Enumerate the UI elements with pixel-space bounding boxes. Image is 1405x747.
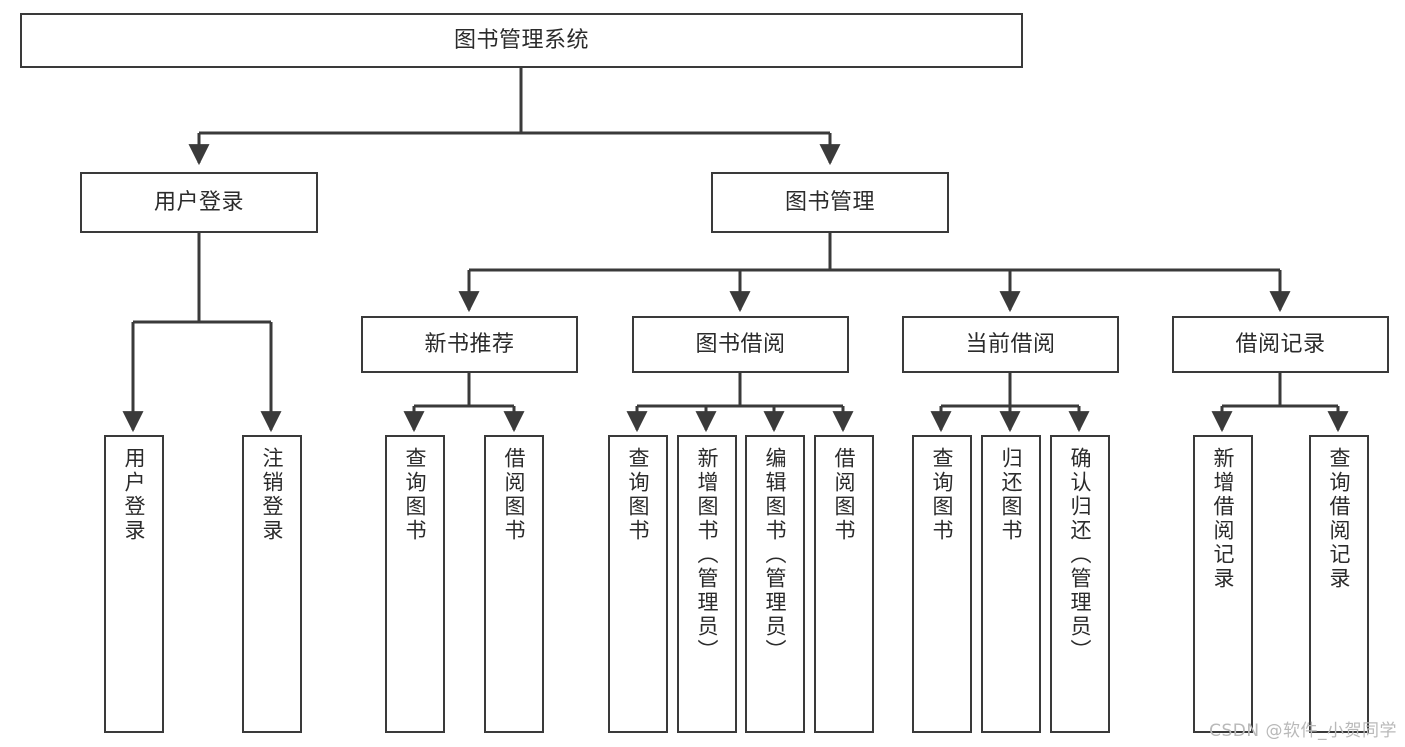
leaf-logout-label: 注销登录 [260,447,285,543]
node-user-login-label: 用户登录 [153,189,244,215]
leaf-user-login[interactable]: 用户登录 [104,435,164,733]
node-new-book-recommend-label: 新书推荐 [424,331,515,357]
leaf-current-confirm-return-label: 确认归还（管理员） [1068,447,1093,663]
leaf-newbook-query-book[interactable]: 查询图书 [385,435,445,733]
leaf-borrow-borrow-book[interactable]: 借阅图书 [814,435,874,733]
leaf-borrow-borrow-book-label: 借阅图书 [832,447,857,543]
leaf-current-return-book-label: 归还图书 [999,447,1024,543]
leaf-logout[interactable]: 注销登录 [242,435,302,733]
node-book-management-label: 图书管理 [784,189,875,215]
node-book-borrow[interactable]: 图书借阅 [632,316,849,373]
node-root-label: 图书管理系统 [453,27,589,53]
leaf-record-query-record-label: 查询借阅记录 [1327,447,1352,591]
node-book-borrow-label: 图书借阅 [695,331,786,357]
leaf-current-query-book-label: 查询图书 [930,447,955,543]
node-borrow-record-label: 借阅记录 [1235,331,1326,357]
node-current-borrow[interactable]: 当前借阅 [902,316,1119,373]
leaf-newbook-borrow-book-label: 借阅图书 [502,447,527,543]
leaf-record-add-record-label: 新增借阅记录 [1211,447,1236,591]
leaf-record-query-record[interactable]: 查询借阅记录 [1309,435,1369,733]
leaf-borrow-query-book-label: 查询图书 [626,447,651,543]
leaf-newbook-query-book-label: 查询图书 [403,447,428,543]
leaf-current-query-book[interactable]: 查询图书 [912,435,972,733]
leaf-user-login-label: 用户登录 [122,447,147,543]
leaf-borrow-query-book[interactable]: 查询图书 [608,435,668,733]
node-current-borrow-label: 当前借阅 [965,331,1056,357]
node-new-book-recommend[interactable]: 新书推荐 [361,316,578,373]
leaf-borrow-edit-book-label: 编辑图书（管理员） [763,447,788,663]
node-root[interactable]: 图书管理系统 [20,13,1023,68]
leaf-borrow-edit-book[interactable]: 编辑图书（管理员） [745,435,805,733]
leaf-borrow-add-book-label: 新增图书（管理员） [695,447,720,663]
leaf-newbook-borrow-book[interactable]: 借阅图书 [484,435,544,733]
leaf-current-confirm-return[interactable]: 确认归还（管理员） [1050,435,1110,733]
node-book-management[interactable]: 图书管理 [711,172,949,233]
leaf-record-add-record[interactable]: 新增借阅记录 [1193,435,1253,733]
csdn-watermark: CSDN @软件_小贺同学 [1209,721,1397,741]
leaf-borrow-add-book[interactable]: 新增图书（管理员） [677,435,737,733]
leaf-current-return-book[interactable]: 归还图书 [981,435,1041,733]
node-borrow-record[interactable]: 借阅记录 [1172,316,1389,373]
node-user-login[interactable]: 用户登录 [80,172,318,233]
